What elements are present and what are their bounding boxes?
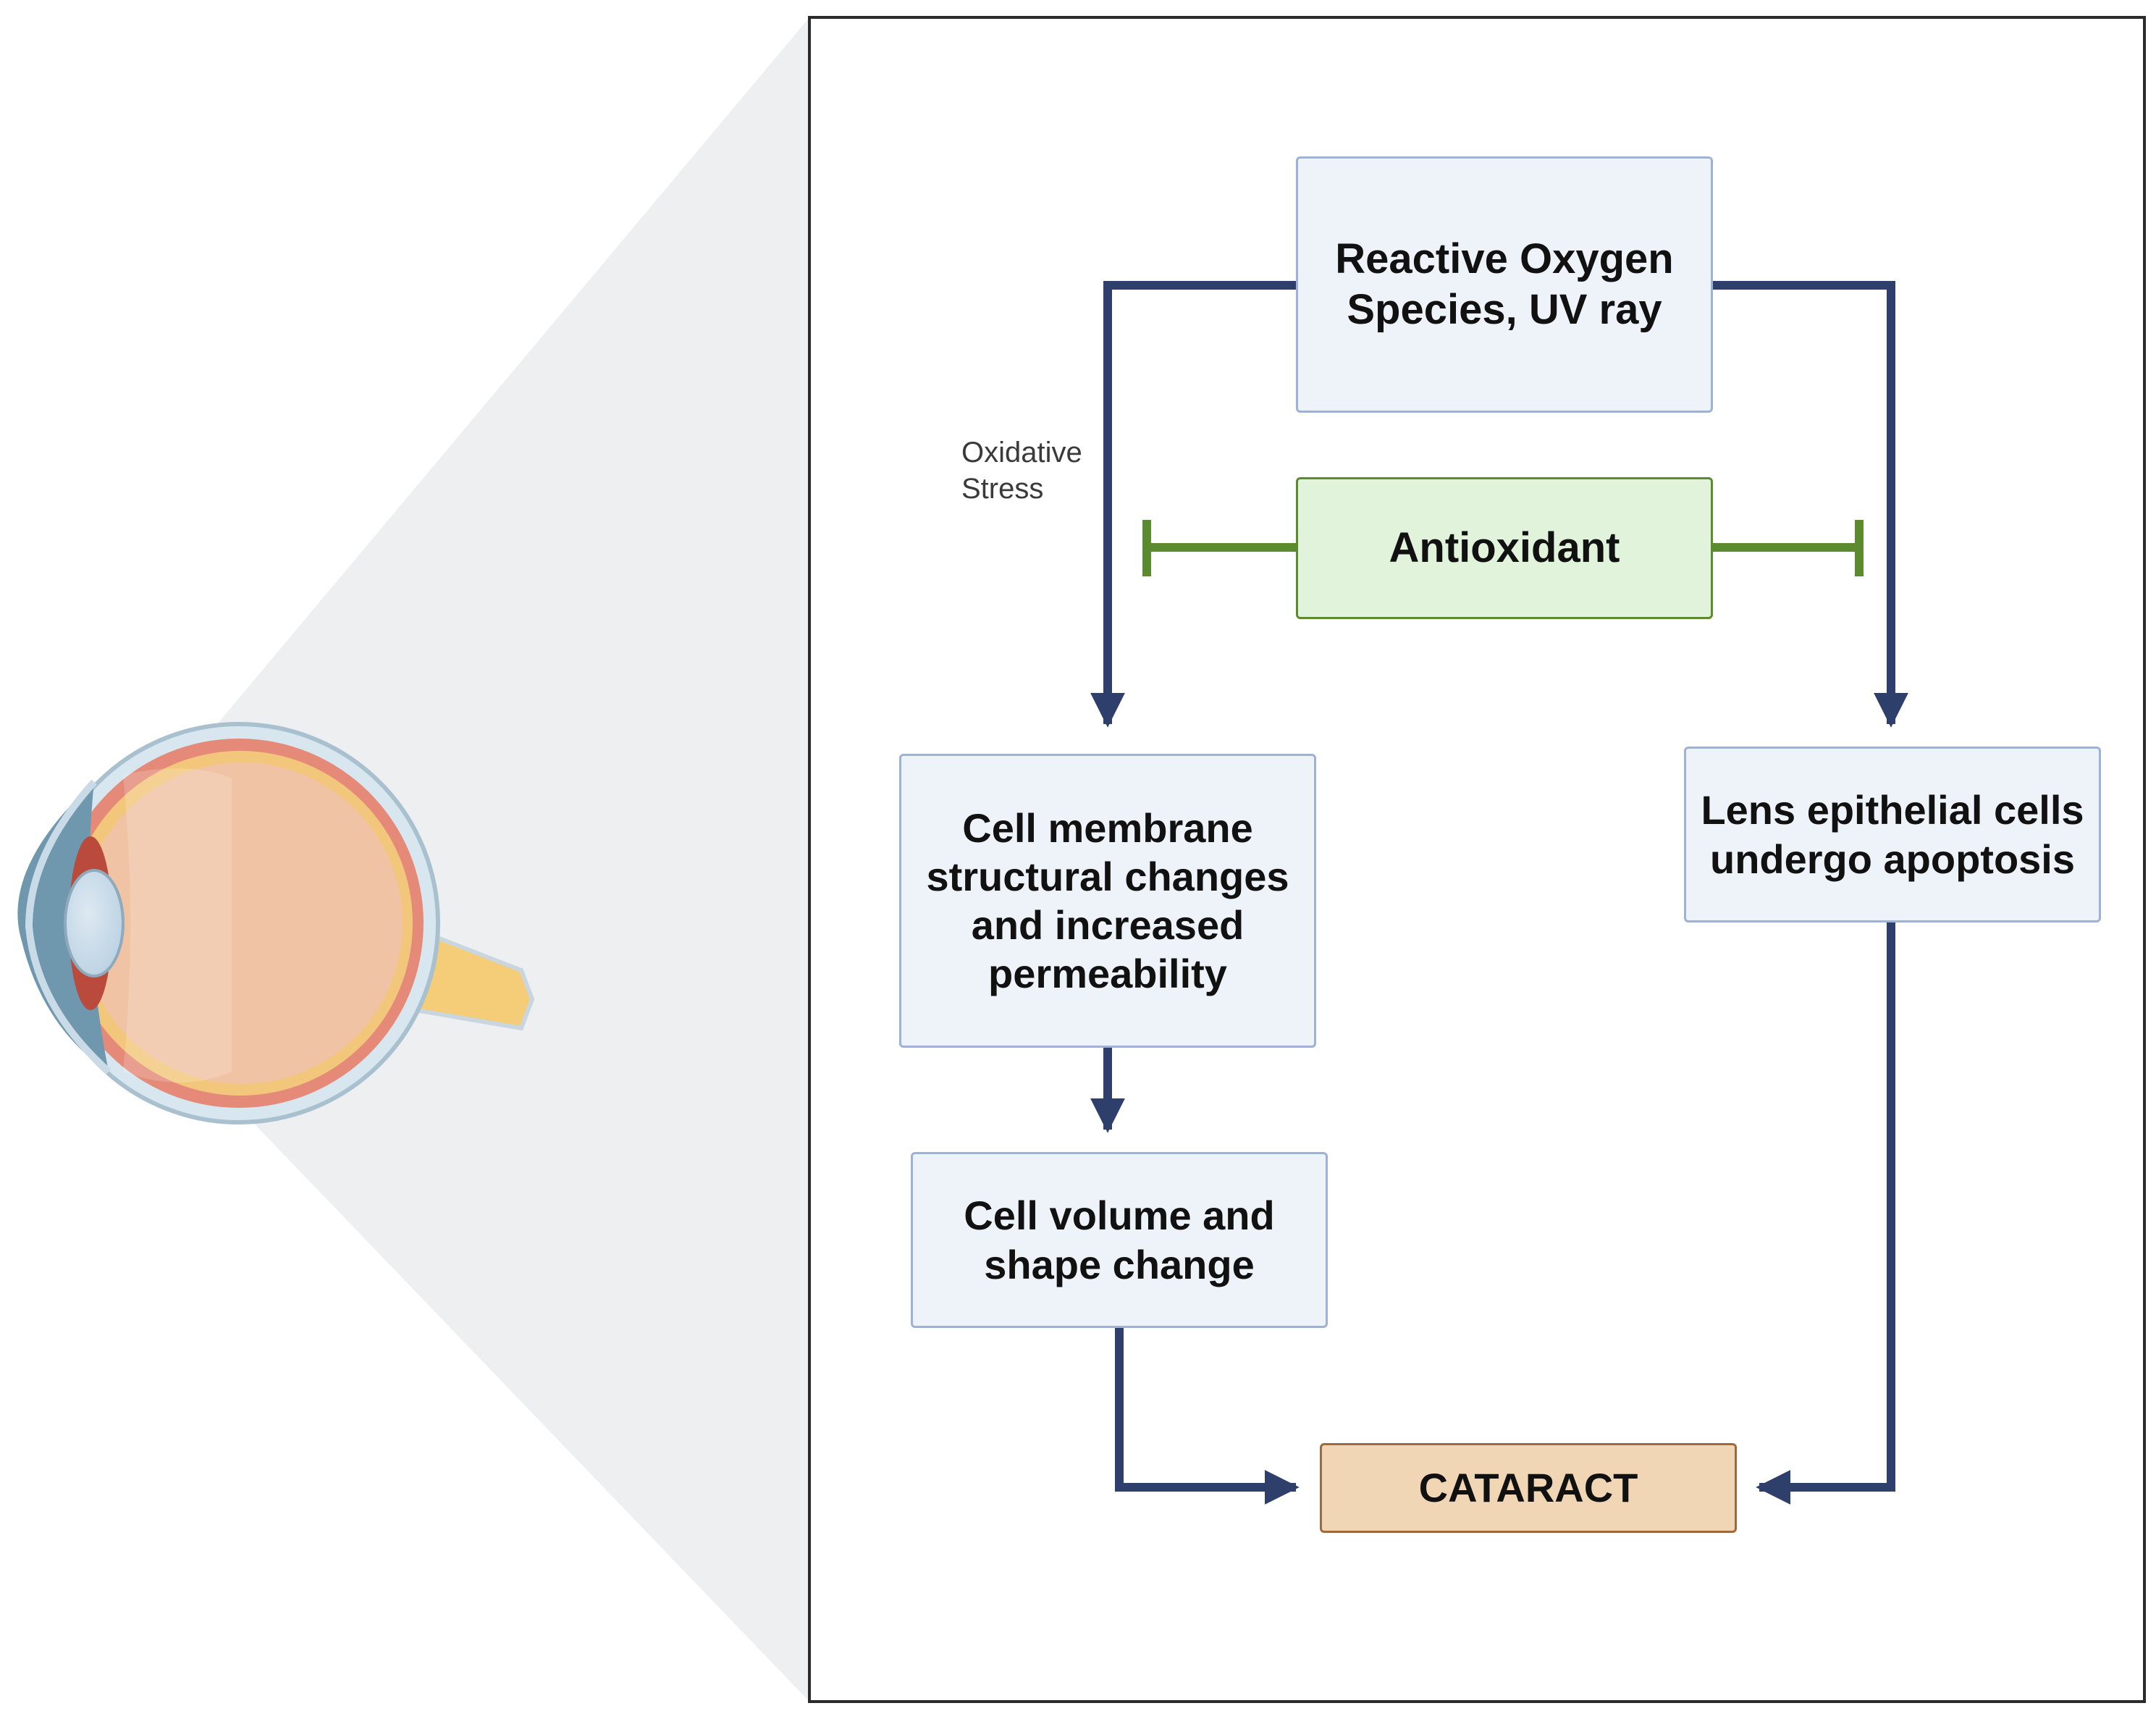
arrow-volume-to-cataract — [1115, 1328, 1300, 1505]
zoom-cone — [217, 17, 809, 1702]
node-cataract-label: CATARACT — [1418, 1465, 1638, 1511]
node-membrane: Cell membrane structural changes and inc… — [899, 754, 1316, 1048]
eye-anatomy-icon — [17, 722, 535, 1124]
node-lens-apoptosis: Lens epithelial cells undergo apoptosis — [1684, 747, 2101, 922]
node-volume: Cell volume and shape change — [911, 1152, 1328, 1328]
edge-label-line1: Oxidative — [961, 437, 1082, 468]
arrow-ros-to-lens — [1713, 281, 1908, 728]
edge-label-line2: Stress — [961, 473, 1044, 505]
node-ros: Reactive Oxygen Species, UV ray — [1296, 156, 1713, 413]
node-volume-label: Cell volume and shape change — [964, 1193, 1275, 1287]
edge-label-oxidative-stress: Oxidative Stress — [961, 434, 1082, 507]
arrow-lens-to-cataract — [1756, 922, 1895, 1505]
node-lens-label: Lens epithelial cells undergo apoptosis — [1701, 787, 2084, 882]
node-ros-label: Reactive Oxygen Species, UV ray — [1335, 235, 1674, 333]
node-cataract: CATARACT — [1320, 1443, 1737, 1533]
node-membrane-label: Cell membrane structural changes and inc… — [926, 804, 1289, 997]
node-antioxidant: Antioxidant — [1296, 477, 1713, 619]
arrow-ros-to-membrane — [1090, 281, 1296, 728]
node-antioxidant-label: Antioxidant — [1389, 524, 1620, 572]
